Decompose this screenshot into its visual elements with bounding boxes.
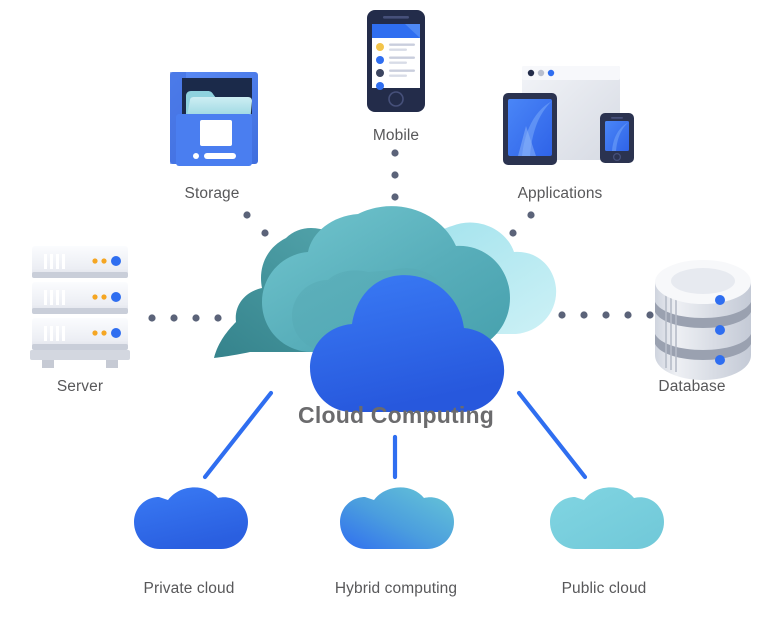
database-led-1: [715, 295, 725, 305]
mobile-home-button: [388, 91, 404, 107]
app-phone-home-button: [612, 152, 622, 162]
label-database: Database: [658, 378, 726, 395]
private-cloud-icon: [134, 487, 248, 549]
connector-server-dots: [148, 314, 244, 322]
label-mobile: Mobile: [372, 127, 420, 144]
database-led-2: [715, 325, 725, 335]
label-hybrid-computing: Hybrid computing: [334, 580, 458, 597]
app-browser-titlebar: [522, 66, 620, 80]
storage-screen: [200, 120, 232, 146]
storage-icon: [170, 72, 258, 166]
storage-bar: [204, 153, 236, 159]
connector-bottom-lines: [202, 390, 588, 480]
database-bands: [655, 302, 751, 360]
mobile-speaker: [383, 16, 409, 19]
label-applications: Applications: [517, 185, 603, 202]
hybrid-cloud-icon: [340, 487, 454, 549]
server-vents-2: [44, 290, 65, 305]
connector-database-dots: [558, 311, 654, 319]
label-public-cloud: Public cloud: [561, 580, 647, 597]
database-vent-lines: [665, 288, 677, 372]
server-vents-1: [44, 254, 65, 269]
server-led-blue-1: [111, 256, 121, 266]
blue-front-cloud: [310, 275, 505, 412]
applications-icon: [503, 66, 634, 165]
mobile-list-rows: [376, 43, 415, 90]
app-window-dot-2: [537, 69, 545, 77]
app-window-dot-3: [547, 69, 555, 77]
line-to-private-cloud: [202, 390, 274, 480]
connector-mobile-dots: [391, 149, 399, 201]
mobile-phone-icon: [367, 10, 425, 112]
server-led-blue-2: [111, 292, 121, 302]
database-icon: [655, 260, 751, 380]
label-storage: Storage: [184, 185, 240, 202]
label-server: Server: [56, 378, 104, 395]
storage-indicator: [193, 153, 199, 159]
server-led-blue-3: [111, 328, 121, 338]
app-window-dot-1: [527, 69, 535, 77]
database-led-3: [715, 355, 725, 365]
label-private-cloud: Private cloud: [143, 580, 235, 597]
line-to-public-cloud: [516, 390, 588, 480]
server-icon: [30, 246, 130, 368]
public-cloud-icon: [550, 487, 664, 549]
cloud-computing-icon: [214, 206, 557, 412]
server-vents-3: [44, 326, 65, 341]
mobile-header-bar: [372, 24, 420, 38]
page-title: Cloud Computing: [298, 402, 494, 428]
server-led-orange-3: [92, 330, 98, 336]
